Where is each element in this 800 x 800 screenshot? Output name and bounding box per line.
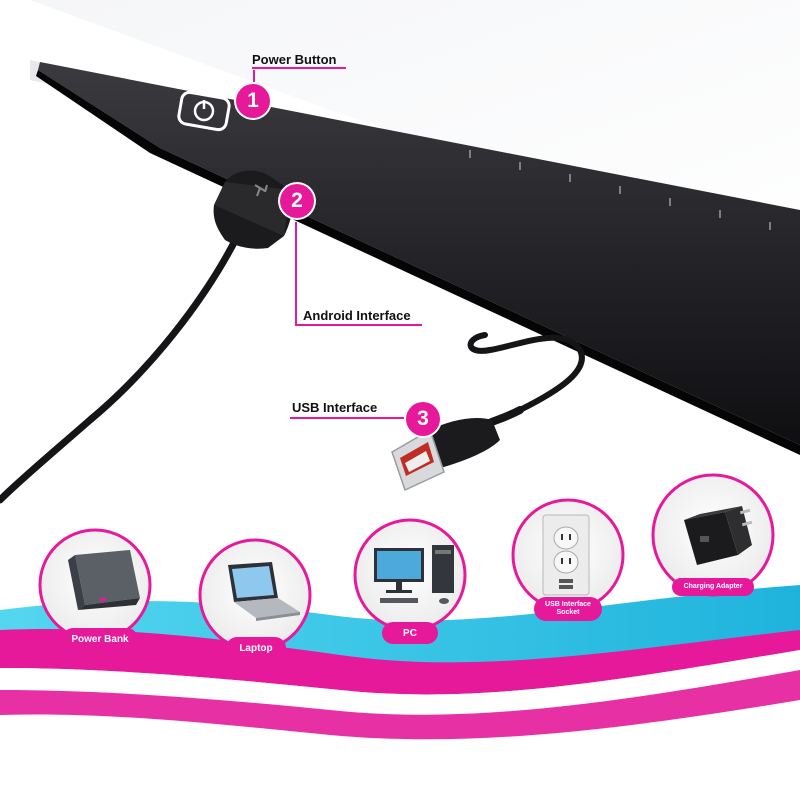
power-bank-icon (68, 550, 140, 610)
source-label-socket: USB Interface Socket (534, 597, 602, 621)
wall-socket-icon (542, 514, 590, 596)
source-circle-socket (511, 498, 625, 612)
usb-plugged-connector (0, 170, 293, 504)
source-circle-adapter (651, 473, 775, 597)
callout-badge-3: 3 (406, 402, 440, 436)
light-pad (30, 0, 800, 455)
source-label-pc: PC (382, 622, 438, 644)
source-circle-pc (353, 518, 467, 632)
usb-interface-label: USB Interface (292, 400, 378, 415)
desktop-pc-icon (374, 545, 454, 604)
android-interface-label: Android Interface (303, 308, 411, 323)
source-label-laptop: Laptop (226, 637, 286, 659)
source-circle-laptop (198, 538, 312, 652)
power-button-icon (177, 90, 231, 132)
source-label-adapter: Charging Adapter (672, 578, 754, 596)
source-circle-power-bank (38, 528, 152, 642)
callout-badge-2: 2 (280, 184, 314, 218)
power-button-label: Power Button (252, 52, 337, 67)
source-label-power-bank: Power Bank (62, 628, 138, 650)
laptop-icon (228, 562, 300, 621)
charging-adapter-icon (684, 506, 753, 565)
usb-cable (391, 332, 585, 492)
callout-leader-lines (252, 67, 422, 419)
callout-badge-1: 1 (236, 84, 270, 118)
